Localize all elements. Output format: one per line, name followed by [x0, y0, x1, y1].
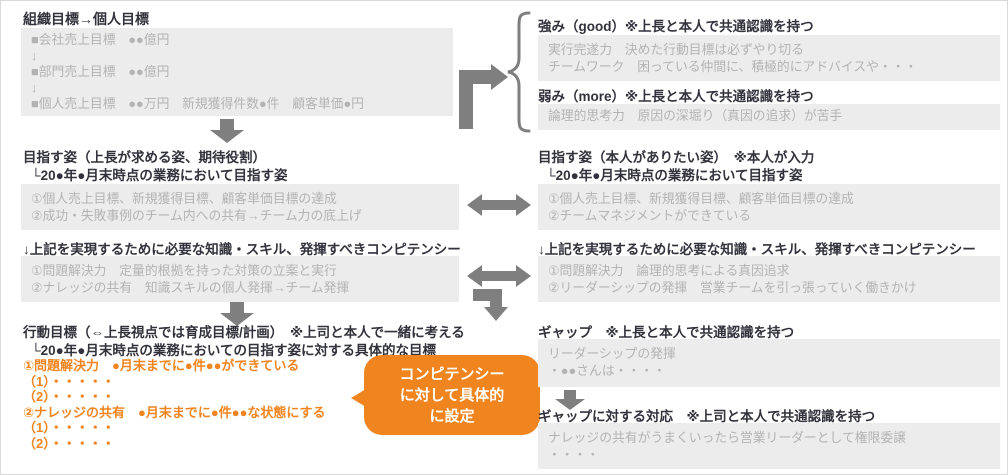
target-right-line: ②チームマネジメントができている: [548, 208, 752, 223]
gap-response-line: ナレッジの共有がうまくいったら営業リーダーとして権限委譲: [548, 430, 906, 445]
target-right-box: ①個人売上目標、新規獲得目標、顧客単価目標の達成 ②チームマネジメントができてい…: [538, 184, 1000, 230]
gap-response-heading: ギャップに対する対応 ※上司と本人で共通認識を持つ: [538, 409, 876, 424]
target-right-line: ①個人売上目標、新規獲得目標、顧客単価目標の達成: [548, 191, 854, 206]
gap-heading: ギャップ ※上長と本人で共通認識を持つ: [538, 325, 795, 340]
curly-brace: [503, 11, 531, 133]
competency-left-line: ①問題解決力 定量的根拠を持った対策の立案と実行: [31, 263, 337, 278]
weaknesses-box: 論理的思考力 原因の深堀り（真因の追求）が苦手: [538, 104, 1000, 130]
target-left-box: ①個人売上目標、新規獲得目標、顧客単価目標の達成 ②成功・失敗事例のチーム内への…: [21, 184, 459, 230]
competency-right-box: ①問題解決力 論理的思考による真因追求 ②リーダーシップの発揮 営業チームを引っ…: [538, 256, 1000, 302]
org-goal-line: ■部門売上目標 ●●億円: [31, 64, 170, 79]
competency-right-line: ②リーダーシップの発揮 営業チームを引っ張っていく働きかけ: [548, 280, 917, 295]
callout-bubble: コンピテンシー に対して具体的 に設定: [351, 355, 540, 435]
target-right-heading: 目指す姿（本人がありたい姿） ※本人が入力: [538, 150, 815, 165]
callout-line: コンピテンシー: [399, 365, 505, 383]
target-left-line: ②成功・失敗事例のチーム内への共有→チーム力の底上げ: [31, 208, 362, 223]
org-goal-line: ■個人売上目標 ●●万円 新規獲得件数●件 顧客単価●円: [31, 96, 364, 111]
competency-left-heading: ↓上記を実現するために必要な知識・スキル、発揮すべきコンピテンシー: [23, 242, 461, 257]
action-goal-line: ②ナレッジの共有 ●月末までに●件●●な状態にする: [23, 404, 326, 420]
action-goal-line: （2）・・・・・: [23, 389, 115, 405]
action-goal-line: （1）・・・・・: [23, 420, 115, 436]
action-goals-subheading: └20●年●月末時点の業務においての目指す姿に対する具体的な目標: [31, 343, 436, 358]
target-left-subheading: └20●年●月末時点の業務において目指す姿: [31, 168, 288, 183]
gap-response-line: ・・・・: [548, 447, 600, 462]
org-goal-cascade-box: ■会社売上目標 ●●億円 ↓ ■部門売上目標 ●●億円 ↓ ■個人売上目標 ●●…: [21, 28, 453, 116]
weaknesses-heading: 弱み（more）※上長と本人で共通認識を持つ: [538, 89, 814, 104]
strength-line: チームワーク 困っている仲間に、積極的にアドバイスや・・・: [548, 59, 918, 74]
down-arrow: [209, 119, 245, 143]
gap-box: リーダーシップの発揮 ・●●さんは・・・・: [538, 339, 1000, 387]
weakness-line: 論理的思考力 原因の深堀り（真因の追求）が苦手: [548, 108, 843, 123]
action-goal-line: （1）・・・・・: [23, 373, 115, 389]
page-title: 組織目標→個人目標: [23, 11, 149, 27]
gap-line: リーダーシップの発揮: [548, 346, 676, 361]
strengths-box: 実行完遂力 決めた行動目標は必ずやり切る チームワーク 困っている仲間に、積極的…: [538, 35, 1000, 81]
callout-tail: [351, 389, 366, 407]
down-arrow: [555, 390, 585, 410]
competency-right-heading: ↓上記を実現するために必要な知識・スキル、発揮すべきコンピテンシー: [538, 242, 976, 257]
action-goal-line: （2）・・・・・: [23, 435, 115, 451]
strengths-heading: 強み（good）※上長と本人で共通認識を持つ: [538, 19, 814, 34]
target-left-line: ①個人売上目標、新規獲得目標、顧客単価目標の達成: [31, 191, 337, 206]
left-right-arrow: [467, 264, 531, 288]
strength-line: 実行完遂力 決めた行動目標は必ずやり切る: [548, 42, 804, 57]
gap-response-box: ナレッジの共有がうまくいったら営業リーダーとして権限委譲 ・・・・: [538, 423, 1000, 469]
elbow-right-arrow: [457, 63, 509, 129]
callout-line: に設定: [429, 407, 475, 425]
down-arrow-text: ↓: [31, 80, 38, 95]
target-left-heading: 目指す姿（上長が求める姿、期待役割）: [23, 150, 266, 165]
competency-left-box: ①問題解決力 定量的根拠を持った対策の立案と実行 ②ナレッジの共有 知識スキルの…: [21, 256, 459, 302]
left-right-arrow: [467, 193, 531, 217]
org-goal-line: ■会社売上目標 ●●億円: [31, 32, 170, 47]
callout-line: に対して具体的: [399, 386, 505, 404]
elbow-down-arrow: [473, 284, 517, 322]
down-arrow: [219, 302, 255, 326]
target-right-subheading: └20●年●月末時点の業務において目指す姿: [546, 168, 803, 183]
action-goals-list: ①問題解決力 ●月末までに●件●●ができている （1）・・・・・ （2）・・・・…: [23, 358, 326, 452]
action-goal-line: ①問題解決力 ●月末までに●件●●ができている: [23, 358, 300, 373]
competency-left-line: ②ナレッジの共有 知識スキルの個人発揮→チーム発揮: [31, 280, 350, 295]
competency-right-line: ①問題解決力 論理的思考による真因追求: [548, 263, 790, 278]
down-arrow-text: ↓: [31, 48, 38, 63]
action-goals-heading: 行動目標（⇔上長視点では育成目標/計画） ※上司と本人で一緒に考える: [23, 325, 465, 340]
gap-line: ・●●さんは・・・・: [548, 363, 666, 378]
